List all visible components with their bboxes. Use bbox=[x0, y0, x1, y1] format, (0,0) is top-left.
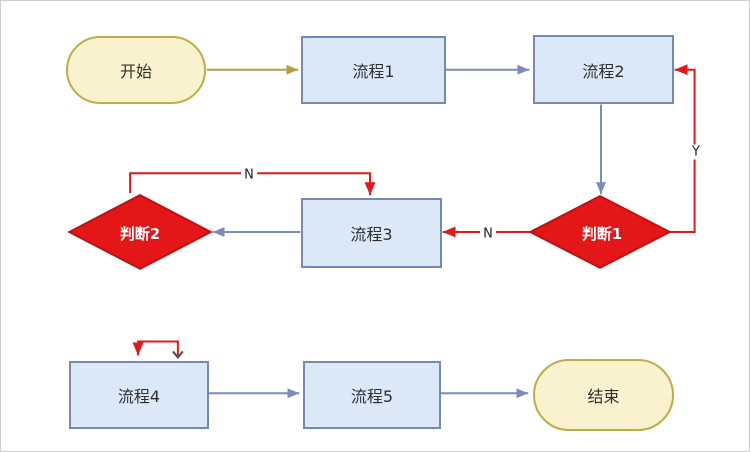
edge-p4-self-loop bbox=[132, 340, 179, 358]
node-process-2-label: 流程2 bbox=[582, 61, 625, 81]
node-process-4: 流程4 bbox=[69, 361, 209, 429]
node-process-1: 流程1 bbox=[301, 36, 446, 104]
edge-label-d1-no: N bbox=[480, 226, 496, 242]
node-process-3-label: 流程3 bbox=[350, 225, 393, 244]
node-process-5: 流程5 bbox=[303, 361, 441, 429]
node-end-label: 结束 bbox=[587, 387, 620, 406]
node-start-label: 开始 bbox=[119, 62, 152, 81]
node-decision-1: 判断1 bbox=[532, 197, 672, 269]
node-decision-1-label: 判断1 bbox=[581, 224, 623, 243]
node-process-1-label: 流程1 bbox=[352, 62, 395, 81]
edge-label-d2-no: N bbox=[241, 167, 257, 183]
edge-label-d1-yes: Y bbox=[689, 144, 703, 160]
self-loop-exit-caret-icon bbox=[172, 350, 184, 359]
node-process-2: 流程2 bbox=[533, 35, 674, 104]
node-end: 结束 bbox=[533, 359, 674, 431]
node-start: 开始 bbox=[66, 36, 206, 104]
node-process-4-label: 流程4 bbox=[117, 387, 161, 406]
decision-2-shape bbox=[67, 194, 213, 270]
node-decision-2-label: 判断2 bbox=[119, 224, 161, 243]
decision-1-shape bbox=[528, 195, 672, 269]
node-decision-2: 判断2 bbox=[69, 196, 211, 270]
node-process-3: 流程3 bbox=[301, 198, 442, 268]
node-process-5-label: 流程5 bbox=[350, 387, 394, 406]
